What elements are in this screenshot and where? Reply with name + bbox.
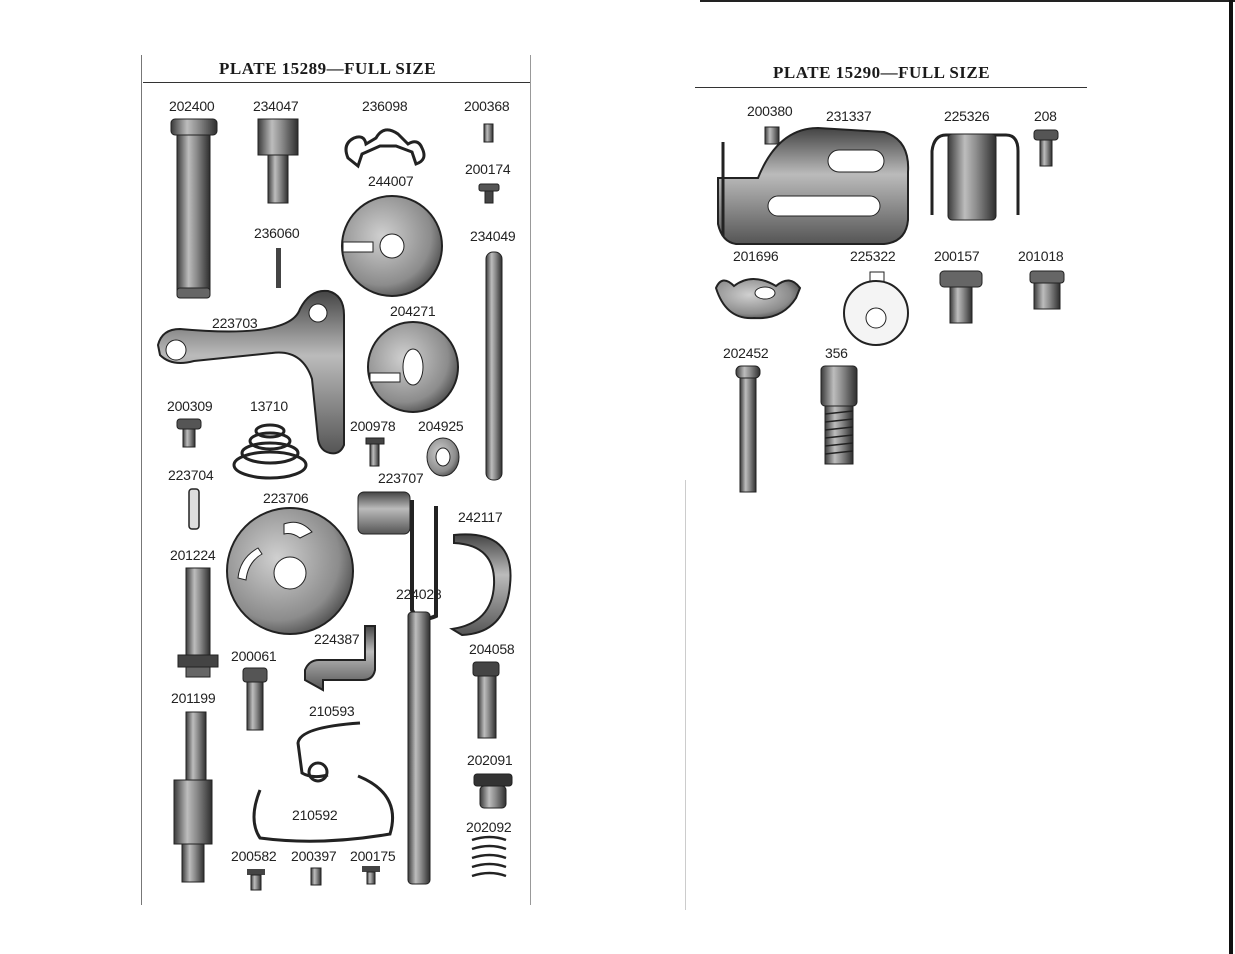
- label-200397: 200397: [291, 848, 337, 864]
- part-200582: [247, 869, 265, 891]
- label-234049: 234049: [470, 228, 516, 244]
- part-201199: [173, 711, 213, 883]
- part-204058: [472, 661, 500, 739]
- part-223707: [357, 491, 411, 535]
- label-223704: 223704: [168, 467, 214, 483]
- part-231337: [717, 126, 910, 245]
- plate-1-top-rule: [143, 82, 530, 83]
- part-224387: [304, 625, 376, 692]
- label-225322: 225322: [850, 248, 896, 264]
- label-201224: 201224: [170, 547, 216, 563]
- label-236098: 236098: [362, 98, 408, 114]
- part-200978: [365, 437, 385, 467]
- part-200380: [764, 126, 780, 145]
- plate-2-top-rule: [695, 87, 1087, 88]
- part-223703: [156, 289, 345, 455]
- part-200175: [362, 866, 380, 885]
- label-202091: 202091: [467, 752, 513, 768]
- part-242117: [449, 533, 512, 637]
- part-201696: [714, 278, 802, 320]
- page-right-edge: [1229, 0, 1233, 954]
- label-210593: 210593: [309, 703, 355, 719]
- label-225326: 225326: [944, 108, 990, 124]
- label-244007: 244007: [368, 173, 414, 189]
- label-201696: 201696: [733, 248, 779, 264]
- part-223704: [188, 488, 200, 530]
- part-236060: [276, 248, 281, 288]
- label-223703: 223703: [212, 315, 258, 331]
- label-223706: 223706: [263, 490, 309, 506]
- part-244007: [341, 195, 443, 297]
- label-200368: 200368: [464, 98, 510, 114]
- label-200061: 200061: [231, 648, 277, 664]
- part-201018: [1029, 270, 1065, 310]
- label-231337: 231337: [826, 108, 872, 124]
- label-200157: 200157: [934, 248, 980, 264]
- part-234047: [257, 118, 299, 204]
- label-201199: 201199: [171, 690, 216, 706]
- part-rod-224028: [407, 611, 431, 885]
- part-234049: [485, 251, 503, 481]
- label-210592: 210592: [292, 807, 338, 823]
- part-202091: [473, 773, 513, 809]
- part-210593: [296, 721, 361, 779]
- label-202092: 202092: [466, 819, 512, 835]
- label-223707: 223707: [378, 470, 424, 486]
- part-200368: [483, 123, 494, 143]
- part-200309: [176, 418, 202, 448]
- label-200380: 200380: [747, 103, 793, 119]
- plate-1-left-border: [141, 55, 142, 905]
- label-202400: 202400: [169, 98, 215, 114]
- label-200174: 200174: [465, 161, 511, 177]
- label-242117: 242117: [458, 509, 503, 525]
- part-201224: [177, 567, 219, 678]
- label-13710: 13710: [250, 398, 288, 414]
- label-224028: 224028: [396, 586, 442, 602]
- plate-1-right-border: [530, 55, 531, 905]
- label-200309: 200309: [167, 398, 213, 414]
- page-top-edge: [700, 0, 1235, 2]
- part-200061: [242, 667, 268, 731]
- part-202452: [735, 365, 761, 493]
- part-13710: [232, 423, 308, 480]
- label-204058: 204058: [469, 641, 515, 657]
- label-200175: 200175: [350, 848, 396, 864]
- label-208: 208: [1034, 108, 1057, 124]
- plate-2-title: PLATE 15290—FULL SIZE: [773, 63, 991, 82]
- part-356: [820, 365, 858, 465]
- part-225322: [843, 271, 909, 346]
- label-236060: 236060: [254, 225, 300, 241]
- part-210592: [252, 774, 395, 843]
- part-200157: [939, 270, 983, 324]
- label-204925: 204925: [418, 418, 464, 434]
- part-200397: [310, 867, 322, 886]
- label-224387: 224387: [314, 631, 360, 647]
- part-202092: [471, 835, 507, 878]
- part-204925: [426, 437, 460, 477]
- label-201018: 201018: [1018, 248, 1064, 264]
- label-200582: 200582: [231, 848, 277, 864]
- page-gutter-line: [685, 480, 686, 910]
- part-202400: [170, 118, 218, 299]
- label-200978: 200978: [350, 418, 396, 434]
- part-208: [1033, 129, 1059, 167]
- label-204271: 204271: [390, 303, 436, 319]
- part-200174: [478, 183, 500, 204]
- label-356: 356: [825, 345, 848, 361]
- label-234047: 234047: [253, 98, 299, 114]
- part-204271: [367, 321, 459, 413]
- label-202452: 202452: [723, 345, 769, 361]
- plate-1-title: PLATE 15289—FULL SIZE: [219, 59, 437, 78]
- part-236098: [344, 128, 426, 169]
- part-223706: [226, 507, 354, 635]
- part-225326: [930, 133, 1020, 221]
